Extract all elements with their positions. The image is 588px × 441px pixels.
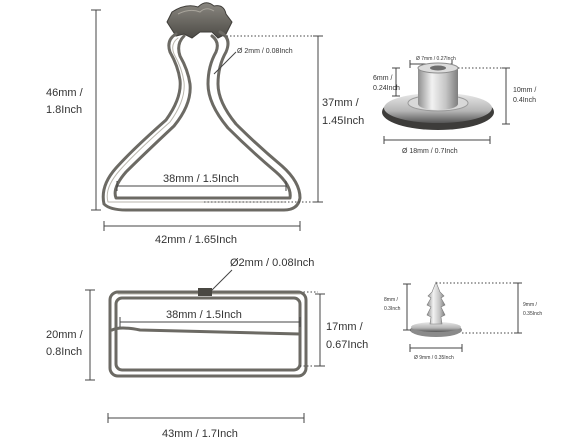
slider-wire-joint: [198, 288, 212, 296]
button-top-label: Ø 7mm / 0.27Inch: [416, 56, 456, 62]
slider-outer-width-label: 43mm / 1.7Inch: [162, 428, 238, 440]
clip-knob-shine: [177, 8, 215, 15]
slider-right-label-line2: 0.67Inch: [326, 339, 368, 351]
slider-wire-pointer: [209, 269, 233, 293]
tack-base: [411, 322, 461, 332]
slider-left-label-line1: 20mm /: [46, 329, 84, 341]
clip-wire-highlight: [106, 37, 287, 203]
clip-wire-pointer: [213, 51, 237, 75]
button-group: Ø 7mm / 0.27Inch 6mm / 0.24Inch 10mm / 0…: [373, 56, 536, 155]
tack-group: 8mm / 0.3Inch 9mm / 0.35Inch Ø 9mm / 0.3…: [384, 281, 542, 361]
slider-left-label-line2: 0.8Inch: [46, 346, 82, 358]
clip-height-label-line1: 46mm /: [46, 87, 84, 99]
clip-wire-label: Ø 2mm / 0.08Inch: [237, 48, 293, 55]
button-post-bottom: [418, 98, 458, 110]
tack-right-label-line2: 0.35Inch: [523, 311, 542, 317]
clip-inner-height-label-line1: 37mm /: [322, 97, 360, 109]
button-left-label-line1: 6mm /: [373, 75, 393, 82]
overall-clip-group: 46mm / 1.8Inch Ø 2mm / 0.08Inch 37mm / 1…: [46, 2, 364, 246]
slider-group: Ø2mm / 0.08Inch 38mm / 1.5Inch 20mm / 0.…: [46, 257, 368, 440]
button-post-hole: [430, 65, 446, 71]
clip-wire-body: [101, 30, 302, 212]
clip-wire-inner: [113, 34, 292, 200]
tack-left-label-line1: 8mm /: [384, 297, 399, 303]
tack-spike: [426, 281, 446, 325]
button-right-label-line1: 10mm /: [513, 87, 536, 94]
slider-right-label-line1: 17mm /: [326, 321, 364, 333]
button-right-label-line2: 0.4Inch: [513, 97, 536, 104]
tack-bottom-label: Ø 9mm / 0.35Inch: [414, 355, 454, 361]
clip-height-label-line2: 1.8Inch: [46, 104, 82, 116]
tack-right-label-line1: 9mm /: [523, 302, 538, 308]
slider-inner-width-label: 38mm / 1.5Inch: [166, 309, 242, 321]
button-bottom-label: Ø 18mm / 0.7Inch: [402, 148, 458, 155]
button-left-label-line2: 0.24Inch: [373, 85, 400, 92]
tack-left-label-line2: 0.3Inch: [384, 306, 401, 312]
clip-inner-width-label: 38mm / 1.5Inch: [163, 173, 239, 185]
clip-inner-height-label-line2: 1.45Inch: [322, 115, 364, 127]
slider-center-bar: [110, 326, 302, 336]
slider-wire-label: Ø2mm / 0.08Inch: [230, 257, 314, 269]
clip-outer-width-label: 42mm / 1.65Inch: [155, 234, 237, 246]
